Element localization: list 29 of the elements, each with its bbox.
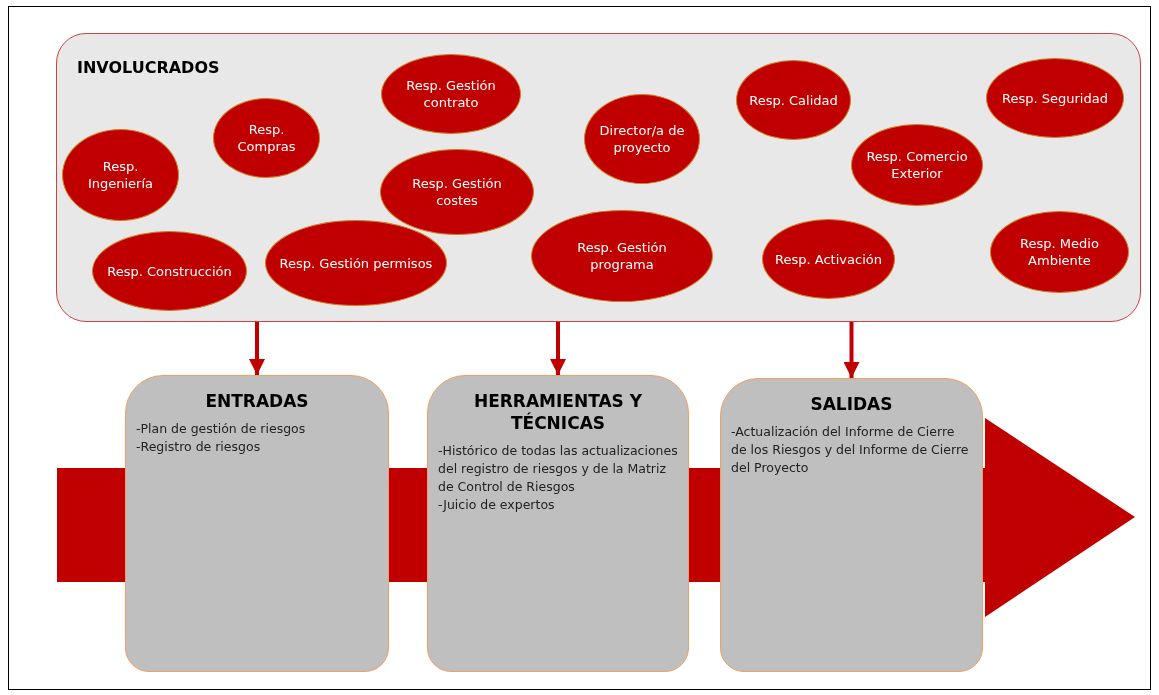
box-heading: ENTRADAS [204,390,310,412]
role-label: Resp. Medio Ambiente [1019,235,1100,269]
stakeholders-panel [56,33,1141,322]
process-box [125,375,389,672]
box-item: -Histórico de todas las actualizaciones del registro de riesgos y de la Matriz de Control de Riesgos [438,442,678,496]
role-label: Director/a de proyecto [598,122,686,156]
arrow [249,322,265,375]
arrow [550,322,566,375]
box-item: -Plan de gestión de riesgos [136,420,307,438]
panel-heading: INVOLUCRADOS [77,57,220,79]
role-label: Resp. Gestión costes [411,175,503,209]
role-label: Resp. Seguridad [1002,89,1108,107]
role-label: Resp. Compras [236,121,297,155]
role-label: Resp. Calidad [749,91,838,109]
arrow [843,322,860,378]
box-item: -Registro de riesgos [136,438,262,456]
box-item: -Actualización del Informe de Cierre de los Riesgos y del Informe de Cierre del Proyecto [731,423,970,477]
role-label: Resp. Construcción [107,262,232,280]
role-label: Resp. Comercio Exterior [865,148,969,182]
box-heading: SALIDAS [809,393,894,415]
process-box [427,375,689,672]
box-item: -Juicio de expertos [438,496,556,514]
role-label: Resp. Gestión contrato [405,77,497,111]
role-label: Resp. Gestión permisos [279,254,433,272]
process-box [720,378,983,672]
box-heading: HERRAMIENTAS Y TÉCNICAS [472,390,644,434]
role-label: Resp. Activación [775,250,882,268]
role-label: Resp. Ingeniería [86,158,155,192]
role-label: Resp. Gestión programa [576,239,668,273]
